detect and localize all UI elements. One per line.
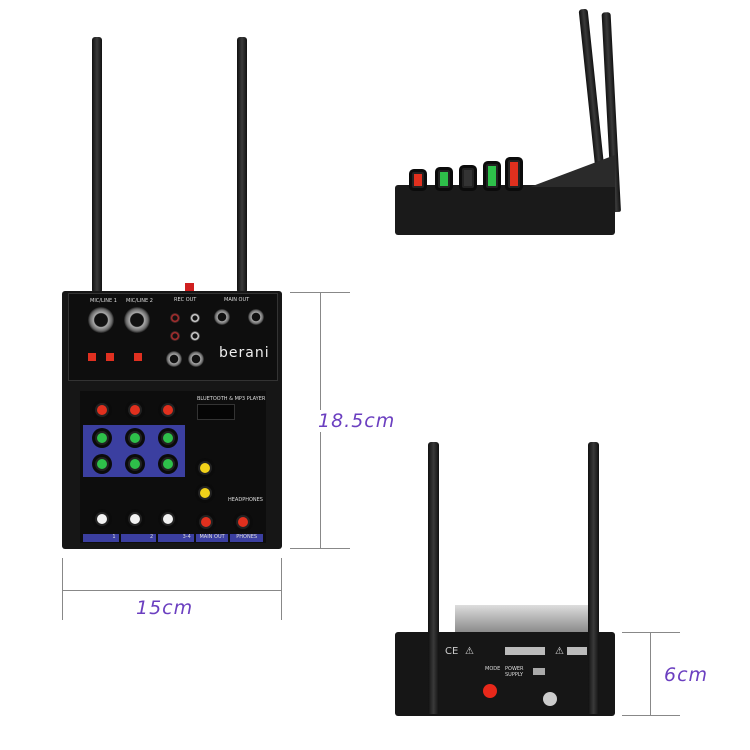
- knob: [438, 170, 450, 188]
- switch: [134, 353, 142, 361]
- knob: [462, 168, 474, 188]
- fx-rep-knob: [198, 486, 212, 500]
- gain-knob: [128, 403, 142, 417]
- width-dimension-line: [62, 590, 282, 591]
- channel-label-bar: 1 2 3-4 MAIN OUT PHONES: [83, 534, 263, 542]
- rca-jack: [170, 313, 180, 323]
- height-tick-top: [290, 292, 350, 293]
- rec-out-label: REC OUT: [174, 297, 197, 303]
- warning-icon: ⚠: [555, 646, 564, 657]
- channel-label-main-out: MAIN OUT: [195, 534, 229, 542]
- knob: [412, 172, 424, 188]
- antenna-left: [92, 37, 102, 292]
- eq-high-knob: [128, 431, 142, 445]
- depth-tick-bottom: [622, 715, 680, 716]
- antenna: [588, 442, 599, 714]
- mode-button: [483, 684, 497, 698]
- brand-logo: berani: [219, 345, 270, 361]
- label-plate: [505, 647, 545, 655]
- depth-dimension-line: [650, 632, 651, 716]
- knob: [486, 164, 498, 188]
- height-dimension-label: 18.5cm: [318, 410, 396, 432]
- eq-low-knob: [161, 457, 175, 471]
- channel-label-1: 1: [83, 534, 119, 542]
- width-dimension-label: 15cm: [136, 597, 194, 619]
- main-out-jack-left: [214, 309, 230, 325]
- eq-low-knob: [95, 457, 109, 471]
- switch: [106, 353, 114, 361]
- mixer-body-front: MIC/LINE 1 MIC/LINE 2 REC OUT MAIN OUT b…: [62, 291, 282, 549]
- mixer-body-side: [395, 185, 615, 235]
- mp3-display: [197, 404, 235, 420]
- mode-label: MODE: [485, 666, 501, 672]
- switch: [88, 353, 96, 361]
- warning-icon: ⚠: [465, 646, 474, 657]
- volume-knob: [95, 512, 109, 526]
- channel-label-2: 2: [120, 534, 157, 542]
- channel-label-3-4: 3-4: [158, 534, 194, 542]
- main-out-knob: [199, 515, 213, 529]
- mic-line-1-label: MIC/LINE 1: [90, 298, 117, 304]
- gain-knob: [95, 403, 109, 417]
- width-tick-left: [62, 558, 63, 620]
- phones-knob: [236, 515, 250, 529]
- antenna-right: [237, 37, 247, 292]
- eq-high-knob: [161, 431, 175, 445]
- side-top-slope: [530, 155, 615, 187]
- fx-level-knob: [198, 461, 212, 475]
- rubber-foot: [543, 692, 557, 706]
- eq-low-knob: [128, 457, 142, 471]
- depth-tick-top: [622, 632, 680, 633]
- gain-knob: [161, 403, 175, 417]
- label-plate: [567, 647, 587, 655]
- usb-port: [533, 668, 545, 675]
- quarter-inch-jack: [188, 351, 204, 367]
- antenna: [428, 442, 439, 714]
- volume-knob: [128, 512, 142, 526]
- power-button: [185, 283, 194, 292]
- channel-label-phones: PHONES: [230, 534, 263, 542]
- main-out-jack-right: [248, 309, 264, 325]
- bluetooth-player-label: BLUETOOTH & MP3 PLAYER: [197, 396, 266, 402]
- mic-line-2-label: MIC/LINE 2: [126, 298, 153, 304]
- ce-mark: CE: [445, 646, 459, 657]
- width-tick-right: [281, 558, 282, 620]
- headphones-label: HEADPHONES: [228, 497, 263, 503]
- knob: [508, 160, 520, 188]
- rca-jack: [170, 331, 180, 341]
- power-supply-label: POWER SUPPLY: [505, 666, 524, 678]
- volume-knob: [161, 512, 175, 526]
- main-out-label: MAIN OUT: [224, 297, 250, 303]
- quarter-inch-jack: [166, 351, 182, 367]
- rca-jack: [190, 313, 200, 323]
- depth-dimension-label: 6cm: [664, 664, 709, 686]
- xlr-combo-jack-1: [88, 307, 114, 333]
- top-controls: [455, 605, 595, 633]
- height-tick-bottom: [290, 548, 350, 549]
- xlr-combo-jack-2: [124, 307, 150, 333]
- eq-high-knob: [95, 431, 109, 445]
- rca-jack: [190, 331, 200, 341]
